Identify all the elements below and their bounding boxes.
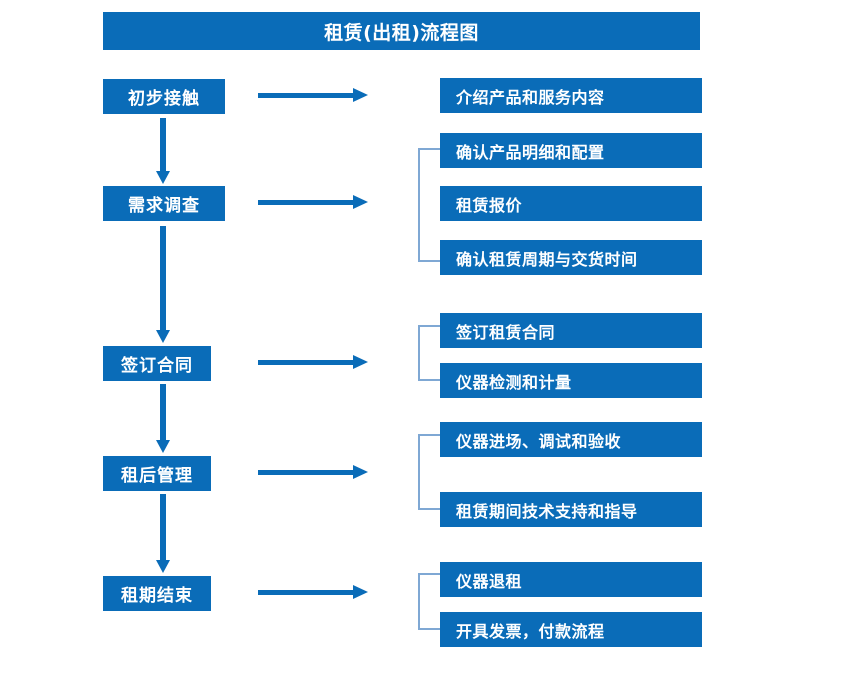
detail-box[interactable]: 仪器退租 (440, 562, 702, 597)
arrow-shaft (160, 118, 166, 172)
arrow-right-icon (258, 88, 368, 102)
arrow-right-icon (258, 465, 368, 479)
arrow-head (353, 465, 368, 479)
arrow-down-icon (156, 384, 170, 453)
detail-box[interactable]: 仪器进场、调试和验收 (440, 422, 702, 457)
bracket-connector (418, 325, 440, 381)
detail-box[interactable]: 仪器检测和计量 (440, 363, 702, 398)
arrow-head (156, 560, 170, 573)
detail-box[interactable]: 开具发票，付款流程 (440, 612, 702, 647)
detail-box[interactable]: 介绍产品和服务内容 (440, 78, 702, 113)
detail-box[interactable]: 租赁期间技术支持和指导 (440, 492, 702, 527)
detail-box[interactable]: 确认租赁周期与交货时间 (440, 240, 702, 275)
arrow-head (353, 355, 368, 369)
stage-box[interactable]: 初步接触 (103, 79, 225, 114)
arrow-head (156, 440, 170, 453)
arrow-head (353, 195, 368, 209)
detail-box[interactable]: 租赁报价 (440, 186, 702, 221)
arrow-right-icon (258, 355, 368, 369)
arrow-down-icon (156, 494, 170, 573)
stage-box[interactable]: 租后管理 (103, 456, 211, 491)
arrow-head (353, 88, 368, 102)
arrow-shaft (160, 494, 166, 561)
stage-box[interactable]: 签订合同 (103, 346, 211, 381)
arrow-shaft (258, 470, 354, 475)
arrow-head (156, 330, 170, 343)
bracket-connector (418, 434, 440, 510)
bracket-connector (418, 573, 440, 630)
arrow-shaft (160, 226, 166, 331)
stage-box[interactable]: 需求调查 (103, 186, 225, 221)
arrow-head (156, 171, 170, 184)
arrow-shaft (258, 590, 354, 595)
arrow-shaft (258, 360, 354, 365)
arrow-right-icon (258, 195, 368, 209)
arrow-down-icon (156, 226, 170, 343)
arrow-shaft (160, 384, 166, 441)
chart-title: 租赁(出租)流程图 (103, 12, 700, 50)
detail-box[interactable]: 确认产品明细和配置 (440, 133, 702, 168)
arrow-head (353, 585, 368, 599)
arrow-right-icon (258, 585, 368, 599)
arrow-shaft (258, 200, 354, 205)
stage-box[interactable]: 租期结束 (103, 576, 211, 611)
arrow-shaft (258, 93, 354, 98)
bracket-connector (418, 148, 440, 262)
detail-box[interactable]: 签订租赁合同 (440, 313, 702, 348)
arrow-down-icon (156, 118, 170, 184)
